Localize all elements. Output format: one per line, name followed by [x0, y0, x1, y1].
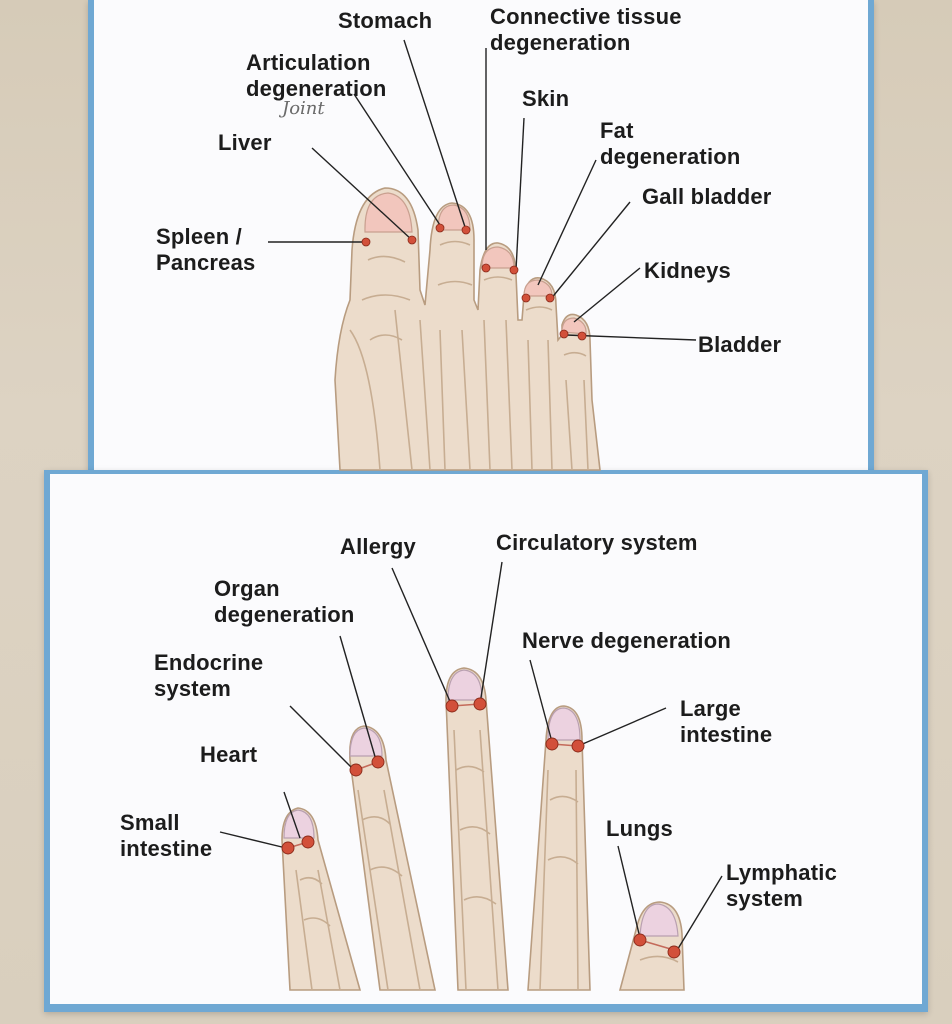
- hand-points: [281, 697, 681, 959]
- label-stomach: Stomach: [338, 8, 433, 33]
- label-connective-tissue: Connective tissue degeneration: [490, 4, 682, 56]
- hand-illustration: [281, 667, 685, 991]
- label-endocrine-line1: Endocrine: [154, 650, 264, 675]
- label-nerve-degeneration: Nerve degeneration: [522, 628, 732, 653]
- finger-nails: [283, 669, 679, 937]
- label-spleen-line2: Pancreas: [156, 250, 256, 275]
- point-fat: [521, 293, 531, 303]
- point-articulation: [435, 223, 445, 233]
- label-large-line2: intestine: [680, 722, 773, 747]
- label-organ-line2: degeneration: [214, 602, 355, 627]
- point-bladder: [577, 331, 587, 341]
- point-gall: [545, 293, 555, 303]
- label-small-line1: Small: [120, 810, 180, 835]
- label-connective-line2: degeneration: [490, 30, 631, 55]
- point-connective: [481, 263, 491, 273]
- toe-nails: [364, 192, 587, 335]
- label-fat-line2: degeneration: [600, 144, 741, 169]
- label-organ-degeneration: Organ degeneration: [214, 576, 355, 628]
- handwritten-joint-note: Joint: [282, 98, 325, 119]
- label-small-line2: intestine: [120, 836, 213, 861]
- label-spleen-line1: Spleen /: [156, 224, 242, 249]
- label-lymphatic-system: Lymphatic system: [726, 860, 837, 912]
- point-spleen: [361, 237, 371, 247]
- label-connective-line1: Connective tissue: [490, 4, 682, 29]
- point-endocrine: [349, 763, 363, 777]
- label-large-line1: Large: [680, 696, 741, 721]
- label-fat-line1: Fat: [600, 118, 634, 143]
- label-lymph-line2: system: [726, 886, 804, 911]
- hand-leader-lines: [219, 561, 723, 953]
- foot-leader-lines: [268, 39, 697, 341]
- point-lungs: [633, 933, 647, 947]
- label-heart: Heart: [200, 742, 258, 767]
- point-allergy: [445, 699, 459, 713]
- label-bladder: Bladder: [698, 332, 782, 357]
- label-organ-line1: Organ: [214, 576, 280, 601]
- label-lymph-line1: Lymphatic: [726, 860, 838, 885]
- point-liver: [407, 235, 417, 245]
- point-nerve: [545, 737, 559, 751]
- label-articulation: Articulation degeneration: [246, 50, 387, 102]
- label-endocrine-system: Endocrine system: [154, 650, 263, 702]
- label-articulation-line1: Articulation: [246, 50, 371, 75]
- point-circulatory: [473, 697, 487, 711]
- label-large-intestine: Large intestine: [680, 696, 772, 748]
- label-fat-degeneration: Fat degeneration: [600, 118, 741, 170]
- label-gall-bladder: Gall bladder: [642, 184, 772, 209]
- point-large-intestine: [571, 739, 585, 753]
- label-kidneys: Kidneys: [644, 258, 731, 283]
- label-lungs: Lungs: [606, 816, 673, 841]
- label-circulatory-system: Circulatory system: [496, 530, 698, 555]
- label-articulation-line2: degeneration: [246, 76, 387, 101]
- label-skin: Skin: [522, 86, 570, 111]
- label-endocrine-line2: system: [154, 676, 232, 701]
- foot-points: [361, 223, 587, 341]
- point-skin: [509, 265, 519, 275]
- label-liver: Liver: [218, 130, 272, 155]
- label-spleen-pancreas: Spleen / Pancreas: [156, 224, 255, 276]
- point-organ: [371, 755, 385, 769]
- point-stomach: [461, 225, 471, 235]
- label-allergy: Allergy: [340, 534, 416, 559]
- point-heart: [301, 835, 315, 849]
- label-small-intestine: Small intestine: [120, 810, 212, 862]
- point-small-intestine: [281, 841, 295, 855]
- point-kidneys: [559, 329, 569, 339]
- point-lymphatic: [667, 945, 681, 959]
